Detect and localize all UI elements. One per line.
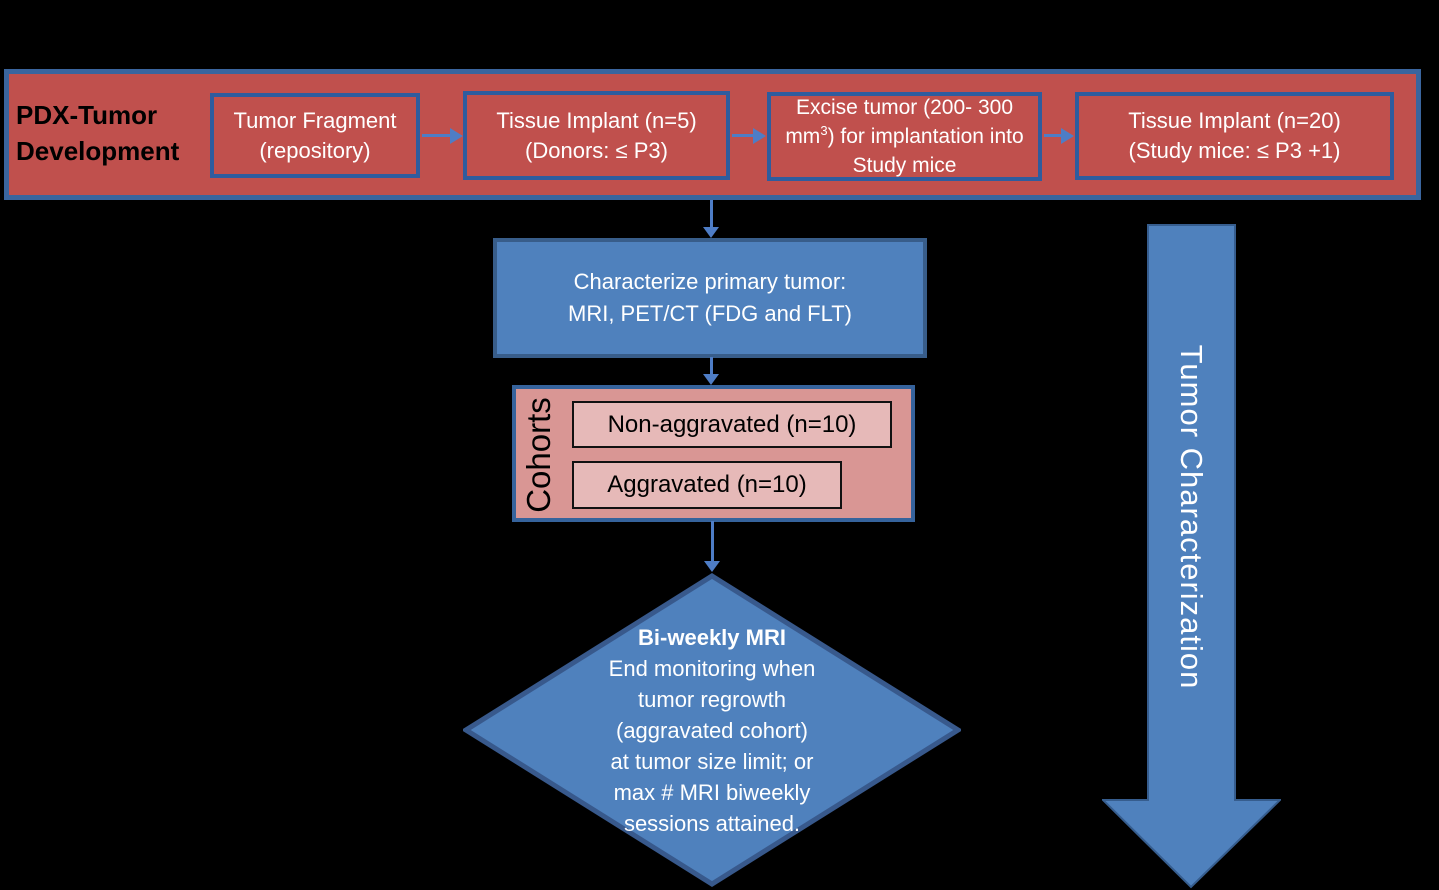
step-excise-tumor-text: Excise tumor (200- 300 mm3) for implanta… bbox=[785, 96, 1024, 177]
right-arrow-head-3 bbox=[1061, 128, 1074, 144]
down-arrow-head-1 bbox=[703, 227, 719, 238]
step-tissue-implant-donors: Tissue Implant (n=5) (Donors: ≤ P3) bbox=[463, 91, 730, 180]
decision-diamond: Bi-weekly MRI End monitoring when tumor … bbox=[461, 573, 963, 887]
step-tumor-fragment: Tumor Fragment (repository) bbox=[210, 93, 420, 178]
down-arrow-connector-1 bbox=[710, 200, 713, 228]
down-arrow-connector-2 bbox=[710, 357, 713, 375]
tumor-characterization-label: Tumor Characterization bbox=[1174, 344, 1209, 690]
down-arrow-connector-3 bbox=[711, 521, 714, 562]
step-excise-tumor: Excise tumor (200- 300 mm3) for implanta… bbox=[767, 92, 1042, 181]
down-arrow-head-2 bbox=[703, 374, 719, 385]
right-arrow-connector-1 bbox=[422, 134, 451, 137]
right-arrow-head-1 bbox=[450, 128, 463, 144]
superscript-3: 3 bbox=[820, 123, 828, 138]
cohorts-vertical-label: Cohorts bbox=[520, 397, 557, 513]
cohort-non-aggravated-box: Non-aggravated (n=10) bbox=[572, 401, 892, 448]
diamond-body: End monitoring when tumor regrowth (aggr… bbox=[608, 655, 816, 836]
step-tissue-implant-study: Tissue Implant (n=20) (Study mice: ≤ P3 … bbox=[1075, 92, 1394, 180]
diamond-text: Bi-weekly MRI End monitoring when tumor … bbox=[463, 573, 961, 887]
cohort-aggravated-box: Aggravated (n=10) bbox=[572, 461, 842, 509]
diamond-shape bbox=[461, 573, 963, 887]
right-arrow-connector-3 bbox=[1044, 134, 1062, 137]
characterize-tumor-box: Characterize primary tumor: MRI, PET/CT … bbox=[493, 238, 927, 358]
down-arrow-head-3 bbox=[704, 561, 720, 572]
right-arrow-connector-2 bbox=[732, 134, 754, 137]
tumor-characterization-arrow bbox=[1100, 224, 1283, 889]
right-arrow-head-2 bbox=[753, 128, 766, 144]
diamond-title: Bi-weekly MRI bbox=[638, 624, 786, 650]
big-down-arrow-shape bbox=[1100, 224, 1283, 889]
banner-title: PDX-Tumor Development bbox=[16, 100, 180, 166]
